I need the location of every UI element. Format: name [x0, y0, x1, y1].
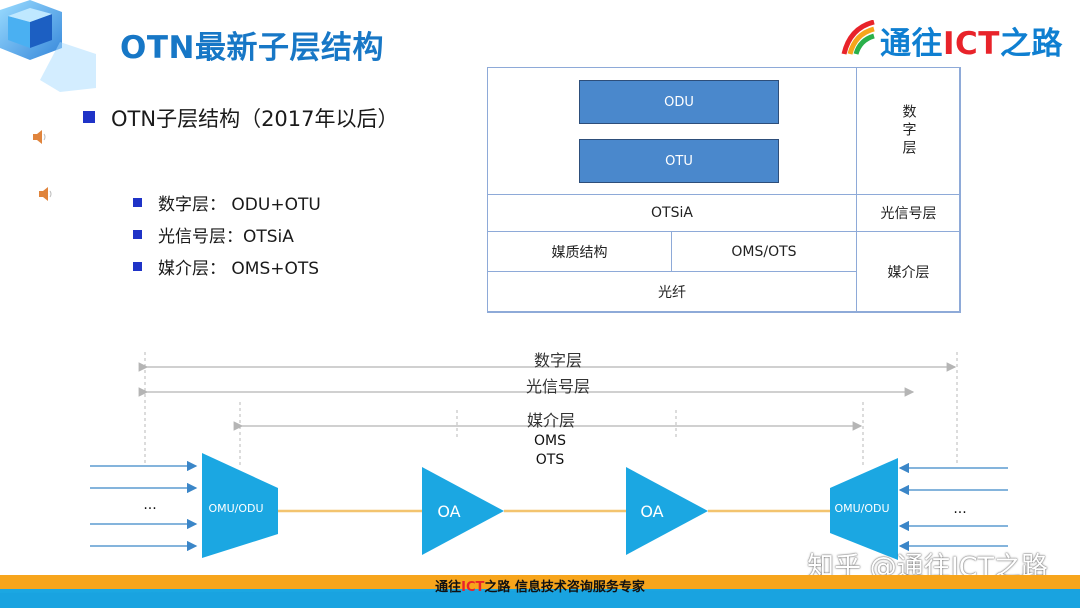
optical-amplifier-1 — [422, 467, 504, 555]
main-bullet-text: OTN子层结构（2017年以后） — [111, 107, 399, 131]
bullet-square-icon — [83, 111, 95, 123]
cube-logo-icon — [0, 0, 96, 92]
oms-label: OMS — [534, 433, 566, 449]
digital-layer-label: 数字层 — [900, 104, 917, 158]
footer-slogan: 通往ICT之路 信息技术咨询服务专家 — [435, 580, 645, 595]
rainbow-arc-icon — [841, 20, 875, 55]
otsia-cell: OTSiA — [487, 194, 857, 232]
odu-box: ODU — [579, 80, 779, 124]
omu-mux-left — [202, 453, 278, 558]
omu-mux-right — [830, 458, 898, 560]
span-media-label: 媒介层 — [526, 411, 576, 430]
brand-highlight: ICT — [943, 26, 1000, 62]
ellipsis-left: ... — [143, 497, 157, 513]
oa-2-label: OA — [640, 502, 664, 521]
media-layer-cell: 媒介层 — [856, 231, 961, 313]
media-structure-cell: 媒质结构 — [487, 231, 672, 272]
footer-bar — [0, 575, 1080, 608]
list-item: 光信号层：OTSiA — [133, 225, 321, 257]
brand-suffix: 之路 — [999, 26, 1063, 62]
main-bullet: OTN子层结构（2017年以后） — [83, 103, 399, 133]
optical-signal-layer-cell: 光信号层 — [856, 194, 961, 232]
bullet-square-icon — [133, 230, 142, 239]
page-title: OTN最新子层结构 — [120, 30, 384, 66]
oms-ots-cell: OMS/OTS — [671, 231, 857, 272]
ellipsis-right: ... — [953, 501, 967, 517]
omu-right-label: OMU/ODU — [834, 502, 890, 515]
optical-amplifier-2 — [626, 467, 708, 555]
diagram-graphics — [90, 352, 1008, 560]
bullet-square-icon — [133, 198, 142, 207]
brand-prefix: 通往 — [880, 26, 943, 62]
span-digital-label: 数字层 — [533, 351, 583, 370]
otu-box: OTU — [579, 139, 779, 183]
bullet-square-icon — [133, 262, 142, 271]
sub-bullet-list: 数字层： ODU+OTU 光信号层：OTSiA 媒介层： OMS+OTS — [133, 193, 321, 289]
list-item: 数字层： ODU+OTU — [133, 193, 321, 225]
span-optical-label: 光信号层 — [525, 377, 591, 396]
layer-structure-table: ODU OTU 数字层 OTSiA 光信号层 媒质结构 OMS/OTS 媒介层 … — [487, 67, 961, 313]
speaker-icon[interactable] — [37, 185, 55, 203]
fiber-cell: 光纤 — [487, 271, 857, 313]
oa-1-label: OA — [437, 502, 461, 521]
omu-left-label: OMU/ODU — [208, 502, 264, 515]
digital-layer-cell: 数字层 — [856, 67, 961, 195]
brand-logo: 通往ICT之路 — [840, 16, 1072, 62]
list-item: 媒介层： OMS+OTS — [133, 257, 321, 289]
speaker-icon[interactable] — [31, 128, 49, 146]
network-layer-diagram: 数字层 光信号层 媒介层 OMS OTS OMU/ODU OA OA OMU/O… — [0, 340, 1080, 580]
ots-label: OTS — [535, 452, 565, 468]
